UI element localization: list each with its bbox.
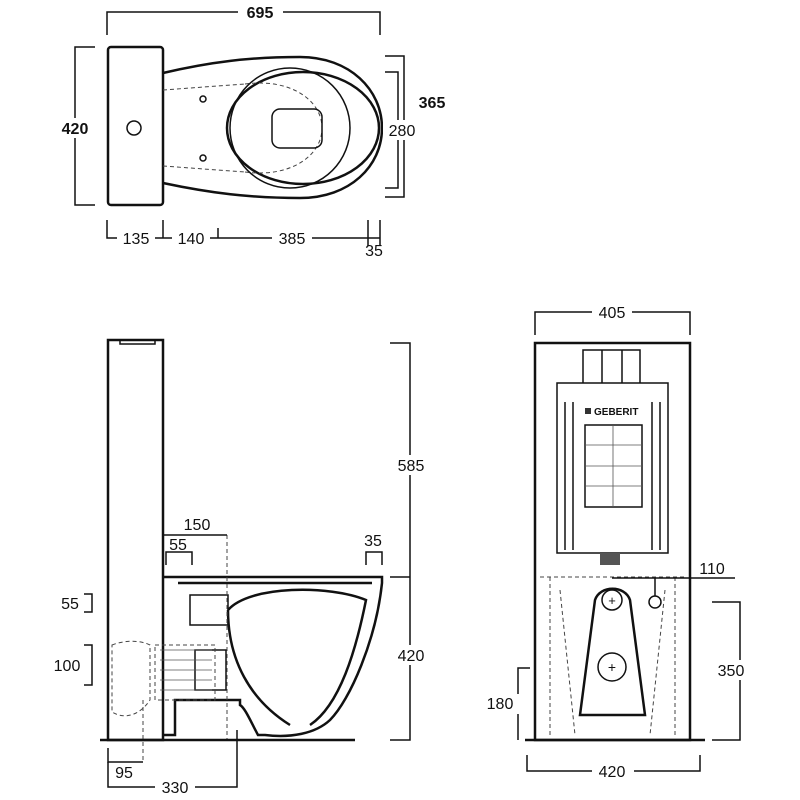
brand-label: GEBERIT [594,407,638,418]
frame-bracket [582,342,641,383]
inlet-port [601,589,623,611]
dim-overall-length: 695 [247,5,274,22]
flush-pipe [600,553,620,565]
dim-line-tank-to-outlet [107,748,143,763]
dim-line-inlet-height [84,593,93,613]
dim-mid-segment: 140 [178,231,205,248]
dim-rim-lip: 35 [364,533,382,550]
cistern-lid [119,340,156,345]
connection-hatch [160,649,212,691]
hidden-bowl-outline [540,576,686,736]
dim-rim-height: 420 [398,648,425,665]
dim-inlet-offset: 55 [169,537,187,554]
water-supply-icon [648,595,662,609]
hidden-connection [111,640,216,717]
geberit-logo-icon [585,408,591,414]
top-view: 695 420 365 280 135 140 385 35 [55,2,445,260]
bowl-front-shape [578,587,647,717]
side-view: 585 420 150 55 35 55 100 95 330 [54,338,432,798]
dim-inlet-height: 55 [61,596,79,613]
dim-line-outlet-offset [162,534,227,548]
dim-rim-overhang: 35 [365,243,383,260]
instruction-grid [584,424,643,508]
dim-inner-bowl-width: 280 [389,123,416,140]
dim-line-inlet-offset [165,551,193,565]
flush-button-hole [126,120,142,136]
cistern-top [106,45,165,207]
dim-tank-to-outlet: 95 [115,765,133,782]
seat-ring [229,67,351,189]
fixing-hole [199,154,207,162]
dim-outlet-offset: 150 [184,517,211,534]
crosshair-icon: + [608,659,616,675]
frame-rails [564,402,661,550]
centerline [142,535,228,762]
seat-hinge-dashed [162,83,246,173]
dim-line-inlet-height [517,667,530,740]
cistern-side [106,338,165,742]
bowl-opening [271,108,323,149]
dim-drain-height: 350 [718,663,745,680]
dim-bowl-segment: 385 [279,231,306,248]
dim-line-height [390,342,411,741]
front-view: 405 GEBERIT + + 110 350 180 420 [482,302,754,781]
trapway-section [189,594,229,691]
dim-line-pipe-diameter [612,577,735,596]
bowl-outline [162,55,384,200]
dim-base-width: 420 [599,764,626,781]
dim-line-segments [106,220,381,246]
crosshair-icon: + [608,593,616,608]
dim-cistern-width: 405 [599,305,626,322]
bowl-trap [178,581,372,727]
fixing-hole [199,95,207,103]
seat-dashed-outline [244,82,323,174]
dim-inlet-height: 180 [487,696,514,713]
dim-tank-height-above-rim: 585 [398,458,425,475]
bowl-side-outline [163,575,384,738]
dim-outlet-height: 100 [54,658,81,675]
dim-tank-depth: 135 [123,231,150,248]
dim-outer-bowl-width: 365 [419,95,446,112]
dim-floor-outlet: 330 [162,780,189,797]
dim-width: 420 [62,121,89,138]
bowl-rim [225,70,381,186]
dim-line-outlet-height [84,644,93,686]
dim-line-rim-lip [365,551,383,565]
outlet-port [597,652,627,682]
dim-pipe-diameter: 110 [699,561,725,578]
